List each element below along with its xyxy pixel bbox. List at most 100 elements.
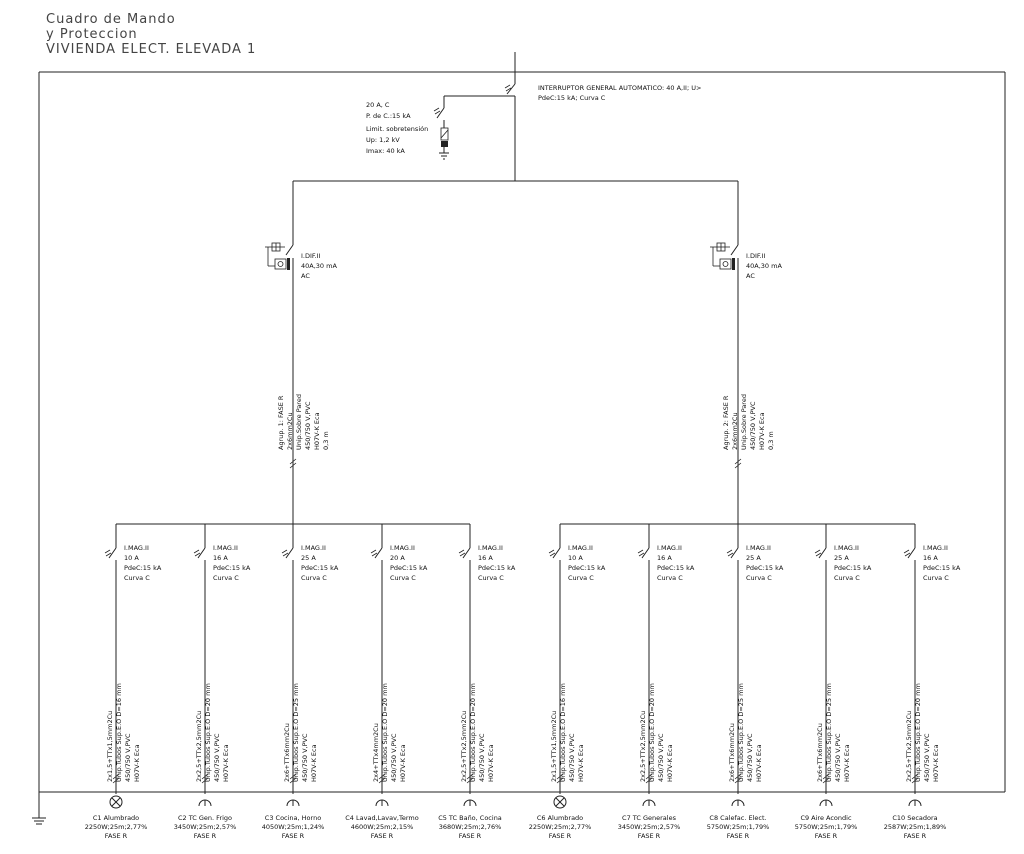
cable-label-4: H07V-K Eca: [310, 744, 318, 782]
mcb-icon: [104, 549, 112, 557]
mcb-label-3: PdeC:15 kA: [657, 564, 695, 572]
cable-label-2: Unip.Tubos Sup.E.O D=20 mm: [469, 683, 477, 782]
mcb-icon: [637, 549, 645, 557]
circuit-phase-label: FASE R: [105, 832, 128, 840]
mcb-label-4: Curva C: [834, 574, 860, 582]
mcb-label-1: I.MAG.II: [657, 544, 682, 552]
mcb-label-1: I.MAG.II: [746, 544, 771, 552]
mcb-label-4: Curva C: [301, 574, 327, 582]
mcb-label-3: PdeC:15 kA: [301, 564, 339, 572]
rcd-test-icon: [710, 242, 732, 270]
cable-tick-icon: [734, 773, 742, 784]
mcb-contact: [197, 547, 206, 559]
mcb-label-2: 16 A: [923, 554, 938, 562]
main-breaker: INTERRUPTOR GENERAL AUTOMATICO: 40 A,II;…: [504, 52, 701, 181]
title-line-1: Cuadro de Mando: [46, 12, 176, 27]
cable-tick-icon: [822, 773, 830, 784]
mcb-label-2: 25 A: [746, 554, 761, 562]
mcb-contact: [285, 547, 294, 559]
mcb-label-3: PdeC:15 kA: [746, 564, 784, 572]
mcb-label-4: Curva C: [657, 574, 683, 582]
cable-label-3: 450/750 V,PVC: [301, 733, 309, 782]
feeder-label-5: H07V-K Eca: [313, 412, 321, 450]
rcd-label-2: 40A,30 mA: [301, 262, 337, 270]
cable-label-2: Unip.Tubos Sup.E.O D=16 mm: [559, 683, 567, 782]
circuit-power-label: 2587W;25m;1,89%: [884, 823, 947, 831]
cable-label-4: H07V-K Eca: [487, 744, 495, 782]
circuit-power-label: 4600W;25m;2,15%: [351, 823, 414, 831]
circuit-phase-label: FASE R: [638, 832, 661, 840]
title-line-2: y Proteccion: [46, 27, 138, 42]
feeder-label-4: 450/750 V,PVC: [304, 401, 312, 450]
cable-label-2: Unip.Tubos Sup.E.O D=20 mm: [204, 683, 212, 782]
cable-label-3: 450/750 V,PVC: [478, 733, 486, 782]
mcb-label-1: I.MAG.II: [301, 544, 326, 552]
cable-label-2: Unip.Tubos Sup.E.O D=25 mm: [292, 683, 300, 782]
mcb-icon: [281, 549, 289, 557]
mcb-contact: [462, 547, 471, 559]
circuit-power-label: 3450W;25m;2,57%: [618, 823, 681, 831]
lamp-icon: [553, 795, 567, 809]
cable-tick-icon: [112, 773, 120, 784]
cable-label-4: H07V-K Eca: [843, 744, 851, 782]
surge-label-4: Up: 1,2 kV: [366, 136, 400, 144]
mcb-label-1: I.MAG.II: [478, 544, 503, 552]
cable-label-1: 2x2,5+TTx2,5mm2Cu: [639, 711, 647, 782]
mcb-label-2: 25 A: [834, 554, 849, 562]
rcd-label-2: 40A,30 mA: [746, 262, 782, 270]
cable-label-1: 2x4+TTx4mm2Cu: [372, 723, 380, 782]
socket-icon: [819, 799, 833, 807]
rcd-label-1: I.DIF.II: [301, 252, 321, 260]
mcb-label-4: Curva C: [568, 574, 594, 582]
cable-label-1: 2x6+TTx6mm2Cu: [728, 723, 736, 782]
circuit-phase-label: FASE R: [459, 832, 482, 840]
circuit-name-label: C10 Secadora: [892, 814, 937, 822]
cable-label-1: 2x6+TTx6mm2Cu: [816, 723, 824, 782]
cable-label-3: 450/750 V,PVC: [923, 733, 931, 782]
mcb-label-2: 16 A: [478, 554, 493, 562]
surge-protector: 20 A, C P. de C.:15 kA Limit. sobretensi…: [366, 95, 515, 160]
feeder-label-1: Agrup. 2: FASE R: [722, 395, 730, 450]
socket-icon: [908, 799, 922, 807]
feeder-label-5: H07V-K Eca: [758, 412, 766, 450]
circuit-name-label: C1 Alumbrado: [93, 814, 139, 822]
cable-label-4: H07V-K Eca: [133, 744, 141, 782]
circuit-name-label: C2 TC Gen. Frigo: [178, 814, 232, 822]
mcb-contact: [818, 547, 827, 559]
mcb-icon: [193, 549, 201, 557]
mcb-label-2: 10 A: [568, 554, 583, 562]
mcb-label-3: PdeC:15 kA: [213, 564, 251, 572]
mcb-label-3: PdeC:15 kA: [478, 564, 516, 572]
main-breaker-icon: [504, 84, 512, 92]
circuit-phase-label: FASE R: [727, 832, 750, 840]
socket-icon: [463, 799, 477, 807]
circuit-name-label: C8 Calefac. Elect.: [709, 814, 766, 822]
cable-label-2: Unip.Tubos Sup.E.O D=20 mm: [648, 683, 656, 782]
rcd-label-3: AC: [301, 272, 310, 280]
circuit-phase-label: FASE R: [282, 832, 305, 840]
cable-label-2: Unip.Tubos Sup.E.O D=25 mm: [825, 683, 833, 782]
surge-breaker-icon: [433, 107, 441, 115]
cable-label-3: 450/750 V,PVC: [213, 733, 221, 782]
mcb-label-4: Curva C: [923, 574, 949, 582]
mcb-label-3: PdeC:15 kA: [568, 564, 606, 572]
mcb-icon: [903, 549, 911, 557]
surge-label-1: 20 A, C: [366, 101, 390, 109]
circuit-power-label: 4050W;25m;1,24%: [262, 823, 325, 831]
mcb-icon: [548, 549, 556, 557]
rcd-contact: [730, 244, 739, 256]
cable-tick-icon: [911, 773, 919, 784]
cable-label-3: 450/750 V,PVC: [390, 733, 398, 782]
feeder-label-4: 450/750 V,PVC: [749, 401, 757, 450]
mcb-label-3: PdeC:15 kA: [124, 564, 162, 572]
mcb-label-3: PdeC:15 kA: [390, 564, 428, 572]
mcb-label-2: 20 A: [390, 554, 405, 562]
